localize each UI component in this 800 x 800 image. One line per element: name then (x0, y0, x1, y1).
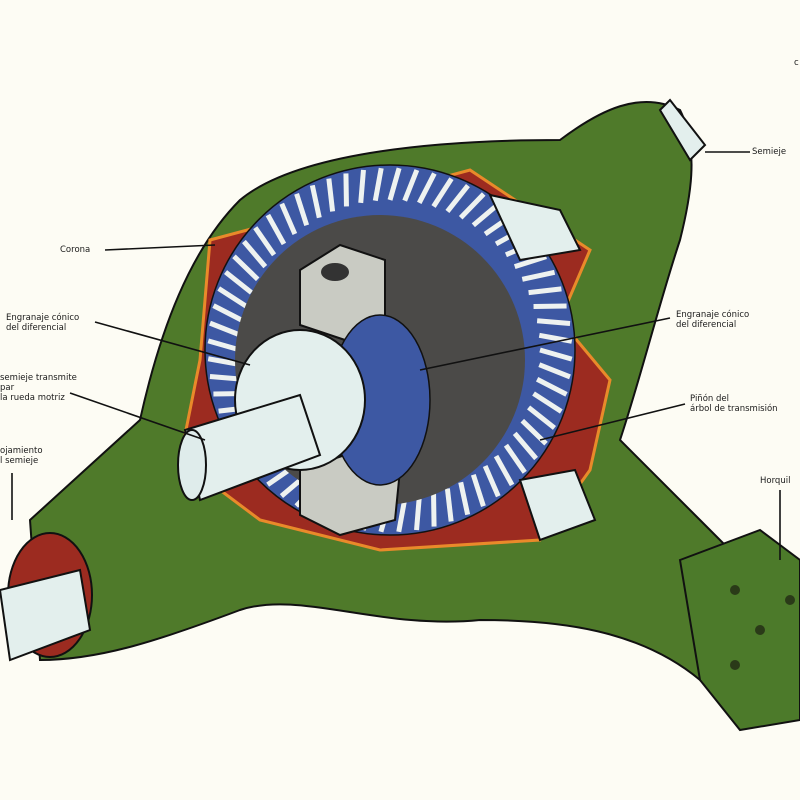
right-upper-shaft (488, 193, 582, 262)
label-line: ojamiento (0, 446, 43, 456)
gear-tooth (265, 213, 287, 246)
gear-tooth (538, 362, 571, 380)
gear-tooth (414, 496, 422, 531)
gear-tooth (471, 202, 501, 228)
gear-tooth (223, 270, 253, 295)
label-line: Engranaje cónico (676, 310, 750, 320)
gear-tooth (536, 318, 571, 326)
gear-tooth (326, 178, 336, 212)
gear-tooth (372, 167, 384, 202)
spider-hole (321, 263, 349, 281)
gear-tooth (396, 498, 408, 533)
gear-tooth (417, 172, 437, 205)
gear-tooth (539, 347, 573, 362)
gear-tooth (458, 192, 486, 220)
pinion-shaft (518, 468, 597, 542)
gear-tooth (358, 169, 366, 204)
gear-tooth (209, 320, 242, 338)
gear-tooth (458, 481, 471, 516)
gear-tooth (343, 173, 349, 207)
semieje-shaft (658, 98, 707, 162)
gear-tooth (232, 254, 260, 282)
gear-tooth (512, 431, 538, 461)
gear-tooth (528, 286, 562, 296)
label-line: par (0, 383, 15, 393)
label-line: árbol de transmisión (690, 404, 778, 414)
horquilla-flange (678, 528, 800, 732)
gear-tooth (279, 202, 298, 236)
gear-tooth (521, 269, 556, 282)
gear-tooth (253, 226, 277, 257)
label-corner: c (794, 58, 799, 68)
axle-end (177, 429, 207, 501)
label-line: Engranaje cónico (6, 313, 80, 323)
gear-tooth (387, 167, 402, 201)
label-line: la rueda motriz (0, 393, 65, 403)
gear-tooth (513, 254, 547, 270)
gear-tooth (309, 184, 322, 219)
label-line: semieje transmite (0, 373, 77, 383)
label-line: del diferencial (6, 323, 67, 333)
label-line: del diferencial (676, 320, 737, 330)
gear-tooth (431, 493, 437, 527)
leader-lines (11, 151, 781, 560)
gear-tooth (402, 169, 420, 202)
label-corona: Corona (60, 245, 91, 255)
gear-tooth (493, 454, 515, 487)
gear-tooth (242, 239, 268, 269)
gear-tooth (445, 183, 470, 213)
gear-tooth (294, 193, 310, 227)
left-axle (0, 568, 92, 662)
gear-tooth (217, 286, 248, 309)
gear-tooth (527, 405, 557, 430)
gear-tooth (444, 488, 454, 522)
label-line: Piñón del (690, 394, 729, 404)
gear-tooth (212, 303, 245, 323)
gear-tooth (470, 473, 486, 507)
gear-tooth (532, 391, 563, 414)
gear-tooth (503, 443, 527, 474)
label-horquilla: Horquil (760, 476, 791, 486)
gear-tooth (482, 464, 501, 498)
gear-tooth (207, 338, 241, 353)
label-line: l semieje (0, 456, 39, 466)
gear-tooth (533, 303, 567, 309)
gear-tooth (535, 377, 568, 397)
gear-tooth (431, 177, 454, 208)
label-semieje: Semieje (752, 147, 787, 157)
